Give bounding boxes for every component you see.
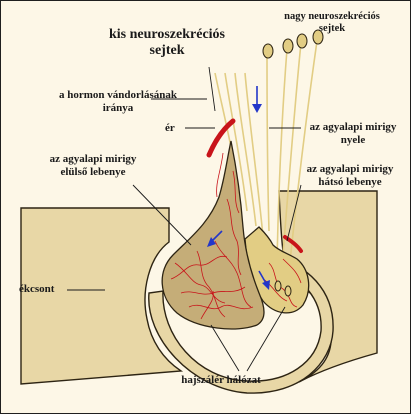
label-hormone-direction: a hormon vándorlásának iránya [43,89,193,114]
label-hormone-direction-line2: iránya [43,102,193,115]
label-large-cells: nagy neuroszekréciós sejtek [269,11,395,35]
label-small-cells-line1: kis neuroszekréciós [87,27,247,43]
label-large-cells-line1: nagy neuroszekréciós [269,11,395,23]
label-posterior-lobe-line1: az agyalapi mirigy [293,163,407,176]
label-stalk: az agyalapi mirigy nyele [299,121,407,146]
label-anterior-lobe: az agyalapi mirigy elülső lebenye [27,153,159,178]
label-anterior-lobe-line2: elülső lebenye [27,166,159,179]
label-capillary-network: hajszálér hálózat [151,374,291,387]
large-cell-2 [283,39,293,53]
label-small-cells: kis neuroszekréciós sejtek [87,27,247,59]
large-cell-1 [263,44,273,58]
label-posterior-lobe: az agyalapi mirigy hátsó lebenye [293,163,407,188]
terminal-2 [285,286,291,296]
label-posterior-lobe-line2: hátsó lebenye [293,176,407,189]
label-hormone-direction-line1: a hormon vándorlásának [43,89,193,102]
label-sphenoid: ékcsont [19,283,54,296]
label-stalk-line2: nyele [299,134,407,147]
label-stalk-line1: az agyalapi mirigy [299,121,407,134]
label-vessel: ér [165,122,175,135]
large-cell-3 [297,34,307,48]
terminal-1 [275,281,281,291]
label-anterior-lobe-line1: az agyalapi mirigy [27,153,159,166]
label-large-cells-line2: sejtek [269,23,395,35]
label-small-cells-line2: sejtek [87,43,247,59]
